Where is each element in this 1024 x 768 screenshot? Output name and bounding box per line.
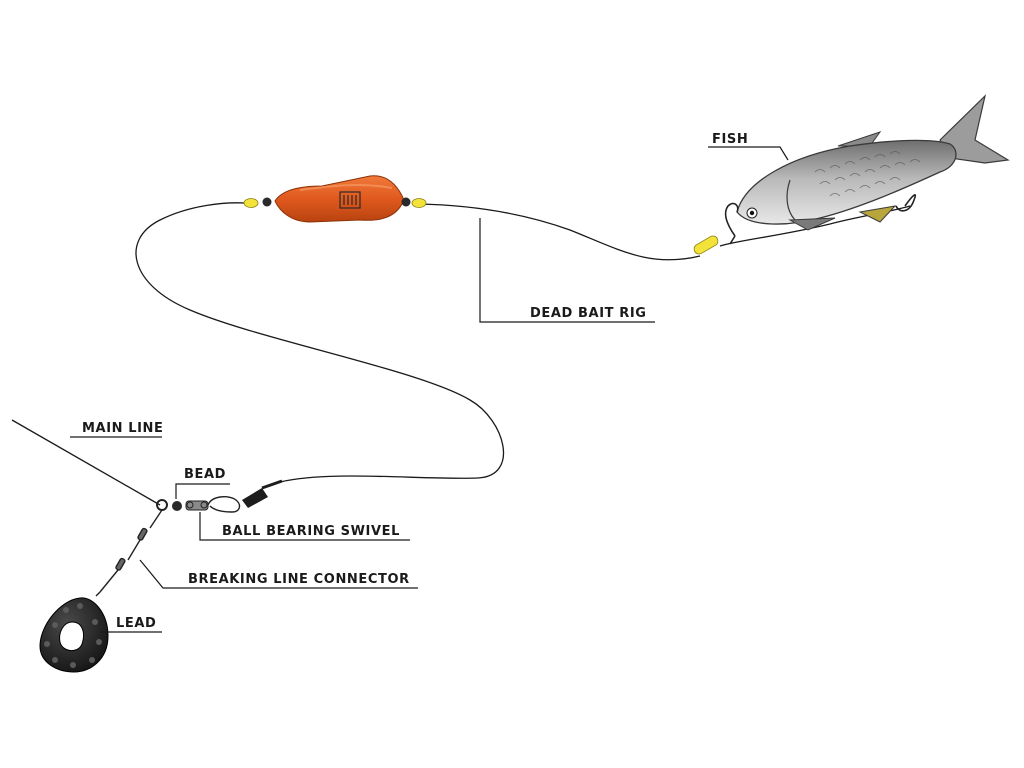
bead-yellow-right: [411, 198, 427, 208]
float-icon: [243, 175, 427, 223]
fish-leader: [708, 146, 789, 161]
fish-label: FISH: [712, 132, 748, 147]
rig-line-upper: [417, 203, 701, 261]
fish-pectoral-fin: [788, 217, 836, 231]
fish-icon: [736, 94, 1010, 231]
junction-ring: [156, 499, 168, 511]
fish-pelvic-fin: [858, 205, 897, 223]
dead-bait-rig-leader: [479, 218, 655, 323]
breaking-line-connector-leader: [139, 559, 418, 589]
treble-hook-icon: [724, 194, 917, 245]
main-line-label: MAIN LINE: [82, 421, 164, 436]
snap-link: [207, 496, 241, 513]
fish-scales: [814, 151, 921, 197]
fish-body: [736, 139, 957, 225]
rig-connector: [242, 488, 268, 508]
rig-tube-icon: [693, 235, 719, 255]
main-line: [11, 419, 161, 506]
lead-label: LEAD: [116, 616, 156, 631]
dead-bait-rig-label: DEAD BAIT RIG: [530, 306, 647, 321]
float-logo: [339, 191, 361, 209]
bead-black-right: [401, 197, 411, 207]
bead-label: BEAD: [184, 467, 226, 482]
bead: [172, 501, 182, 511]
fish-gill: [786, 179, 796, 221]
lead-weight-icon: [39, 597, 109, 673]
breaking-line-connector-icon: [95, 509, 163, 597]
bead-yellow-left: [243, 198, 259, 208]
bead-black-left: [262, 197, 272, 207]
rig-line-lower: [135, 202, 505, 483]
bead-leader: [175, 483, 230, 499]
swivel-icon: [156, 479, 283, 513]
ball-bearing-swivel-label: BALL BEARING SWIVEL: [222, 524, 400, 539]
breaking-line-connector-label: BREAKING LINE CONNECTOR: [188, 572, 410, 587]
ball-bearing-swivel-leader: [199, 512, 410, 541]
